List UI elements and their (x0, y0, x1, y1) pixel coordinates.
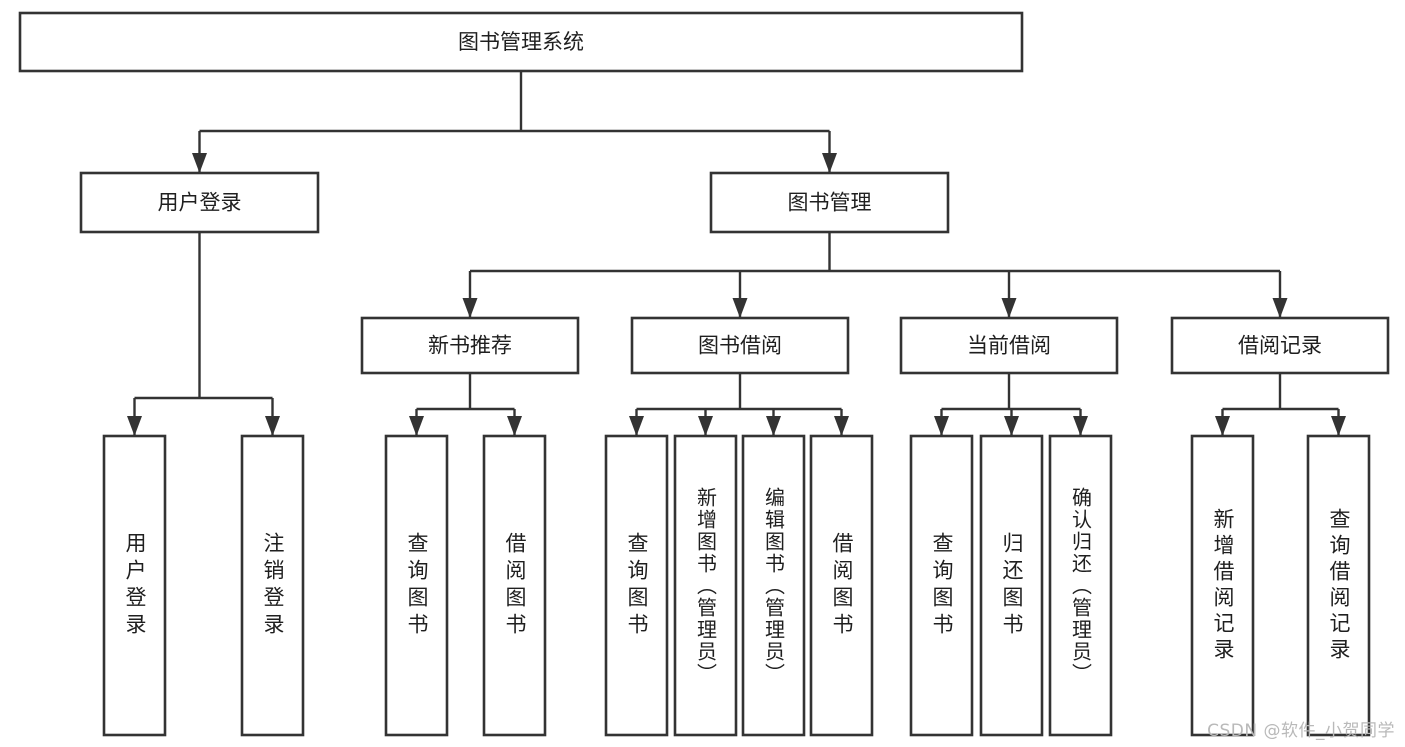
leaf-leaf-query-book-current-rect (909, 434, 974, 737)
arrow-head-icon (1001, 298, 1017, 318)
leaf-leaf-confirm-return[interactable] (1048, 434, 1113, 737)
leaf-leaf-user-login[interactable] (102, 434, 167, 737)
leaf-leaf-query-book-borrow-rect (604, 434, 669, 737)
arrow-head-icon (507, 416, 522, 436)
leaf-leaf-add-borrow-record[interactable] (1190, 434, 1255, 737)
arrow-head-icon (409, 416, 424, 436)
arrow-head-icon (698, 416, 713, 436)
node-new-book-recommend[interactable]: 新书推荐 (360, 316, 580, 375)
leaf-leaf-add-book[interactable] (673, 434, 738, 737)
arrow-head-icon (766, 416, 781, 436)
leaf-leaf-query-borrow-record[interactable] (1306, 434, 1371, 737)
arrow-head-icon (1331, 416, 1346, 436)
leaf-leaf-borrow-book-recommend-rect (482, 434, 547, 737)
node-user-login[interactable]: 用户登录 (79, 171, 320, 234)
leaf-leaf-add-book-rect (673, 434, 738, 737)
leaf-leaf-logout[interactable] (240, 434, 305, 737)
node-current-borrow-label: 当前借阅 (967, 334, 1051, 358)
node-current-borrow-rect (899, 316, 1119, 375)
leaf-leaf-borrow-book[interactable] (809, 434, 874, 737)
leaf-leaf-borrow-book-recommend[interactable] (482, 434, 547, 737)
node-root-rect (18, 11, 1024, 73)
connectors-layer (127, 71, 1346, 436)
leaf-leaf-query-book-borrow[interactable] (604, 434, 669, 737)
arrow-head-icon (822, 153, 837, 173)
leaf-leaf-user-login-rect (102, 434, 167, 737)
arrow-head-icon (629, 416, 644, 436)
leaf-leaf-borrow-book-rect (809, 434, 874, 737)
leaf-leaf-query-book-recommend[interactable] (384, 434, 449, 737)
arrow-head-icon (1215, 416, 1230, 436)
node-new-book-recommend-label: 新书推荐 (428, 334, 512, 358)
leaf-leaf-return-book[interactable] (979, 434, 1044, 737)
node-user-login-label: 用户登录 (158, 191, 242, 215)
arrow-head-icon (192, 153, 207, 173)
arrow-head-icon (127, 416, 142, 436)
leaf-leaf-add-borrow-record-rect (1190, 434, 1255, 737)
node-borrow-record-label: 借阅记录 (1238, 334, 1322, 358)
arrow-head-icon (1073, 416, 1088, 436)
arrow-head-icon (265, 416, 280, 436)
node-root[interactable]: 图书管理系统 (18, 11, 1024, 73)
leaf-leaf-query-book-current[interactable] (909, 434, 974, 737)
node-user-login-rect (79, 171, 320, 234)
node-book-manage-rect (709, 171, 950, 234)
node-current-borrow[interactable]: 当前借阅 (899, 316, 1119, 375)
leaf-leaf-return-book-rect (979, 434, 1044, 737)
node-book-borrow-label: 图书借阅 (698, 334, 782, 358)
leaf-leaf-edit-book-rect (741, 434, 806, 737)
arrow-head-icon (732, 298, 748, 318)
arrow-head-icon (834, 416, 849, 436)
arrow-head-icon (462, 298, 478, 318)
csdn-watermark: CSDN @软件_小贺同学 (1207, 721, 1395, 741)
leaf-leaf-edit-book[interactable] (741, 434, 806, 737)
leaf-leaf-query-borrow-record-rect (1306, 434, 1371, 737)
leaf-leaf-confirm-return-rect (1048, 434, 1113, 737)
node-book-manage[interactable]: 图书管理 (709, 171, 950, 234)
leaf-leaf-query-book-recommend-rect (384, 434, 449, 737)
node-book-borrow[interactable]: 图书借阅 (630, 316, 850, 375)
node-root-label: 图书管理系统 (458, 30, 584, 54)
node-book-borrow-rect (630, 316, 850, 375)
arrow-head-icon (1004, 416, 1019, 436)
node-book-manage-label: 图书管理 (788, 191, 872, 215)
node-borrow-record-rect (1170, 316, 1390, 375)
arrow-head-icon (1272, 298, 1288, 318)
arrow-head-icon (934, 416, 949, 436)
node-borrow-record[interactable]: 借阅记录 (1170, 316, 1390, 375)
node-new-book-recommend-rect (360, 316, 580, 375)
leaf-leaf-logout-rect (240, 434, 305, 737)
